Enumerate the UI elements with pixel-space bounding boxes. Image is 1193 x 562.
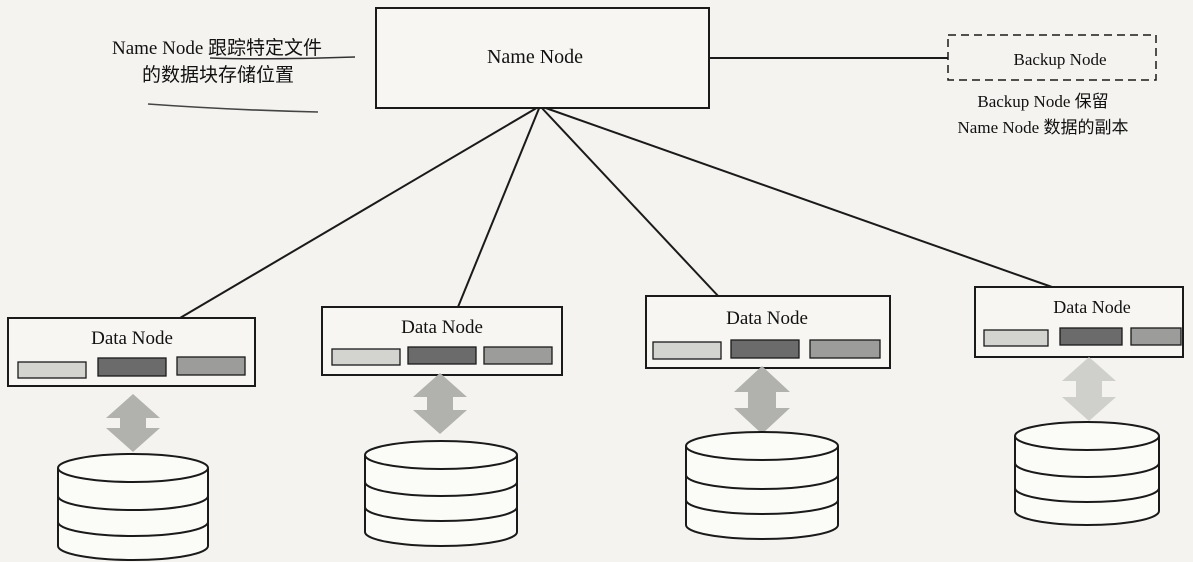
data-node-2: Data Node: [321, 306, 563, 547]
connector-datanode-1: [179, 105, 541, 319]
connector-datanode-4: [539, 105, 1053, 288]
handwritten-underline-2: [147, 103, 319, 113]
data-block-light: [652, 341, 722, 360]
data-node-3: Data Node: [645, 295, 891, 540]
backup-node-label: Backup Node: [1013, 50, 1106, 69]
name-node-annotation-line-2: 的数据块存储位置: [142, 64, 294, 86]
data-block-mid: [176, 356, 246, 376]
disk-storage-icon: [364, 440, 518, 547]
data-node-label: Data Node: [726, 308, 808, 329]
data-block-mid: [1130, 327, 1182, 346]
data-node-1: Data Node: [7, 317, 256, 561]
backup-node-annotation-line-2: Name Node 数据的副本: [958, 118, 1129, 137]
data-block-dark: [1059, 327, 1123, 346]
name-node-box: [375, 7, 710, 109]
double-arrow-icon: [1062, 357, 1116, 421]
data-node-label: Data Node: [91, 328, 173, 349]
name-node-annotation: Name Node 跟踪特定文件 的数据块存储位置: [112, 37, 356, 113]
disk-storage-icon: [1014, 421, 1160, 526]
connector-datanode-3: [539, 105, 721, 299]
data-block-mid: [483, 346, 553, 365]
double-arrow-icon: [734, 366, 790, 434]
disk-storage-icon: [57, 453, 209, 561]
double-arrow-icon: [413, 373, 467, 434]
data-node-label: Data Node: [401, 317, 483, 338]
data-node-label: Data Node: [1053, 297, 1130, 317]
name-node: Name Node: [375, 7, 710, 109]
name-node-annotation-line-1: Name Node 跟踪特定文件: [112, 37, 322, 59]
data-block-mid: [809, 339, 881, 359]
name-node-label: Name Node: [487, 46, 583, 68]
double-arrow-icon: [106, 394, 160, 452]
data-block-dark: [407, 346, 477, 365]
backup-node-annotation-line-1: Backup Node 保留: [977, 92, 1108, 111]
data-node-4: Data Node: [974, 286, 1184, 526]
data-block-light: [331, 348, 401, 366]
backup-node: Backup Node Backup Node 保留 Name Node 数据的…: [947, 34, 1157, 137]
handwritten-underline: [209, 56, 356, 60]
data-block-light: [983, 329, 1049, 347]
disk-storage-icon: [685, 431, 839, 540]
connectors: [179, 57, 1053, 319]
backup-node-box: [947, 34, 1157, 81]
data-block-dark: [730, 339, 800, 359]
data-block-light: [17, 361, 87, 379]
connector-datanode-2: [457, 105, 541, 308]
data-block-dark: [97, 357, 167, 377]
